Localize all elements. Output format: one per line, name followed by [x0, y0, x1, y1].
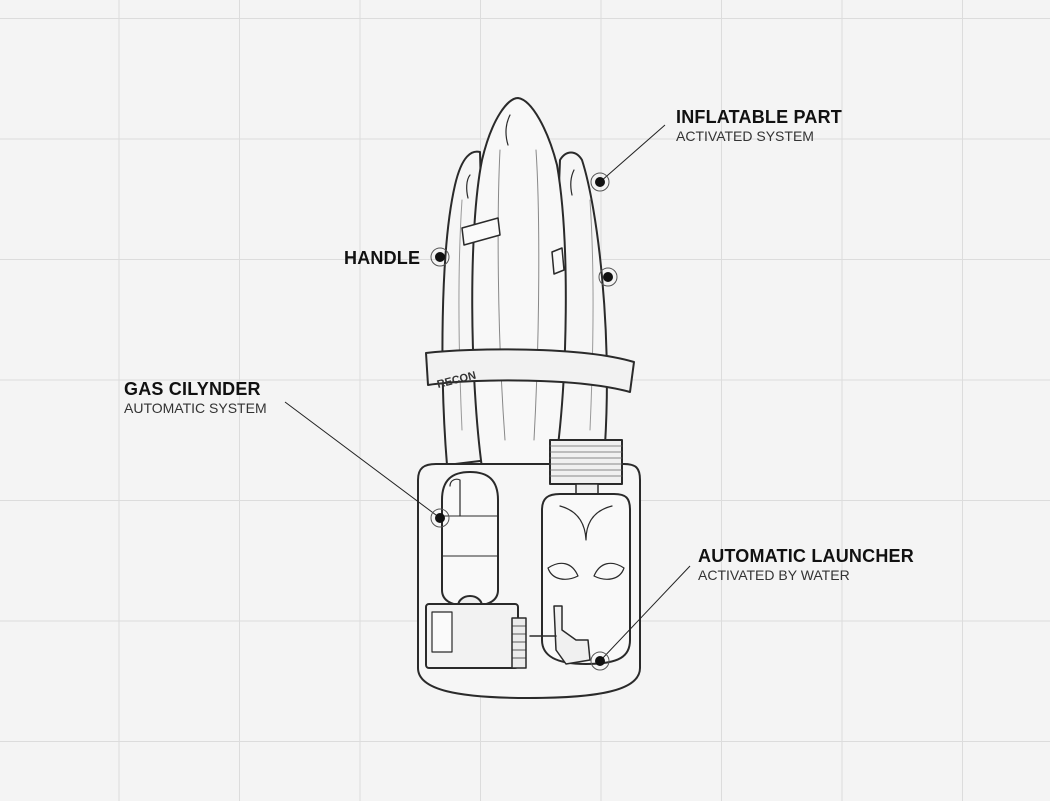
recon-band [425, 348, 635, 393]
marker-handle [430, 247, 450, 267]
marker-inflatable [590, 172, 610, 192]
callout-gas-subtitle: AUTOMATIC SYSTEM [124, 400, 267, 416]
callout-handle: HANDLE [344, 248, 420, 268]
marker-gas-cylinder [430, 508, 450, 528]
leader-lines [284, 124, 691, 662]
callout-launcher-subtitle: ACTIVATED BY WATER [698, 567, 850, 583]
callout-launcher-title: AUTOMATIC LAUNCHER [698, 546, 914, 566]
gas-cylinder [425, 471, 527, 669]
callout-gas-title: GAS CILYNDER [124, 379, 261, 399]
callout-markers [430, 172, 618, 671]
inflatable-part [441, 97, 608, 469]
handle-strap [461, 217, 501, 246]
launcher-cap [549, 439, 623, 485]
launcher-chamber [529, 493, 631, 665]
marker-inflatable-2 [598, 267, 618, 287]
callout-automatic-launcher: AUTOMATIC LAUNCHER ACTIVATED BY WATER [698, 546, 914, 584]
callout-inflatable-title: INFLATABLE PART [676, 107, 842, 127]
callout-handle-title: HANDLE [344, 248, 421, 268]
callout-inflatable-subtitle: ACTIVATED SYSTEM [676, 128, 814, 144]
marker-launcher [590, 651, 610, 671]
callout-inflatable-part: INFLATABLE PART ACTIVATED SYSTEM [676, 107, 842, 145]
callout-gas-cylinder: GAS CILYNDER AUTOMATIC SYSTEM [124, 379, 267, 417]
